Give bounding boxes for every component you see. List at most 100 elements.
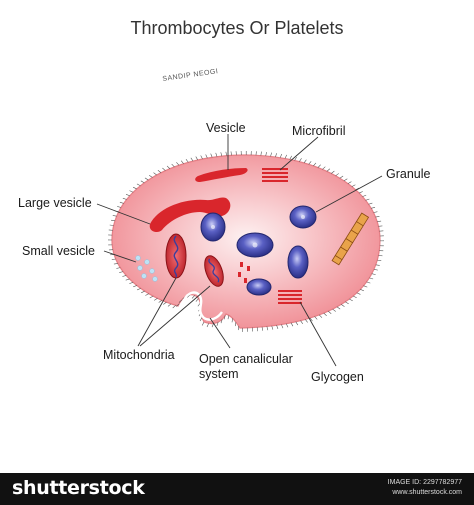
fringe-tick [216,321,219,326]
fringe-tick [345,301,349,305]
fringe-tick [195,298,199,302]
fringe-tick [340,304,345,307]
fringe-tick [289,155,292,160]
fringe-tick [303,159,307,164]
fringe-tick [205,154,208,159]
fringe-tick [227,315,230,320]
label-granule: Granule [386,167,431,181]
fringe-tick [111,219,116,222]
fringe-tick [265,151,267,156]
fringe-tick [231,318,233,323]
fringe-tick [299,158,302,162]
fringe-tick [176,162,180,166]
label-open-canalicular-line2: system [199,367,239,381]
fringe-tick [210,153,213,158]
fringe-tick [323,312,327,316]
fringe-tick [294,156,297,161]
fringe-tick [132,186,137,190]
fringe-tick [122,275,127,277]
microtubule-rod [331,212,370,266]
fringe-tick [276,325,279,330]
label-mitochondria: Mitochondria [103,348,175,362]
fringe-tick [125,278,130,281]
fringe-tick [171,163,175,168]
fringe-tick [125,194,130,197]
fringe-tick [144,177,149,181]
label-glycogen: Glycogen [311,370,364,384]
label-open-canalicular-line1: Open canalicular [199,352,293,366]
fringe-tick [349,298,353,302]
fringe-tick [162,167,166,171]
fringe-tick [360,289,365,292]
fringe-tick [129,282,134,284]
fringe-tick [149,174,153,178]
fringe-tick [145,293,150,296]
fringe-tick [119,201,124,204]
fringe-tick [206,323,209,328]
fringe-tick [290,322,294,327]
fringe-tick [225,151,228,156]
fringe-tick [266,326,269,331]
fringe-tick [326,168,331,172]
fringe-tick [365,198,370,201]
fringe-tick [318,314,323,318]
fringe-tick [166,165,171,169]
fringe-tick [133,285,137,288]
fringe-tick [190,157,194,162]
fringe-tick [163,301,167,305]
fringe-tick [191,295,196,299]
open-canalicular-system [182,291,223,321]
mitochondrion-1 [165,233,187,279]
fringe-tick [195,156,199,161]
fringe-tick [112,215,117,217]
fringe-tick [220,152,223,157]
fringe-tick [136,288,141,291]
fringe-tick [373,211,378,213]
fringe-tick [256,327,258,332]
label-small-vesicle: Small vesicle [22,244,95,258]
glycogen-cluster [278,290,302,304]
vesicle [195,168,248,182]
fringe-tick [116,267,121,269]
fringe-tick [261,326,264,331]
fringe-tick [371,207,376,209]
fringe-tick [154,297,158,301]
large-vesicle [149,197,231,232]
fringe-tick [158,299,163,303]
fringe-tick [199,317,203,322]
fringe-tick [339,175,344,179]
fringe-tick [284,154,287,159]
footer-bar: shutterstock IMAGE ID: 2297782977 www.sh… [0,473,474,505]
fringe-tick [153,172,157,176]
fringe-tick [176,303,180,307]
fringe-tick [180,160,184,164]
fringe-tick [362,194,367,197]
fringe-tick [281,324,284,329]
fringe-tick [178,299,183,303]
label-microfibril: Microfibril [292,124,346,138]
fringe-tick [235,322,237,327]
fringe-tick [201,321,205,326]
fringe-tick [136,183,141,187]
center-particles [238,262,250,283]
fringe-tick [285,323,289,328]
fringe-tick [347,181,352,184]
platelet-diagram: Thrombocytes Or Platelets [18,18,431,384]
fringe-tick [377,220,382,222]
label-vesicle: Vesicle [206,121,246,135]
image-id: IMAGE ID: 2297782977 www.shutterstock.co… [388,478,462,498]
brand-logo: shutterstock [12,477,145,499]
fringe-tick [317,164,321,168]
fringe-tick [275,153,277,158]
fringe-tick [300,320,304,325]
fringe-tick [167,303,172,307]
fringe-tick [140,180,145,184]
image-id-line2: www.shutterstock.com [392,489,462,496]
fringe-tick [336,306,341,310]
fringe-tick [230,151,232,156]
fringe-tick [260,151,262,156]
mitochondrion-2 [204,255,224,287]
fringe-tick [271,325,274,330]
fringe-tick [279,153,283,158]
membrane-fringe [107,151,384,332]
